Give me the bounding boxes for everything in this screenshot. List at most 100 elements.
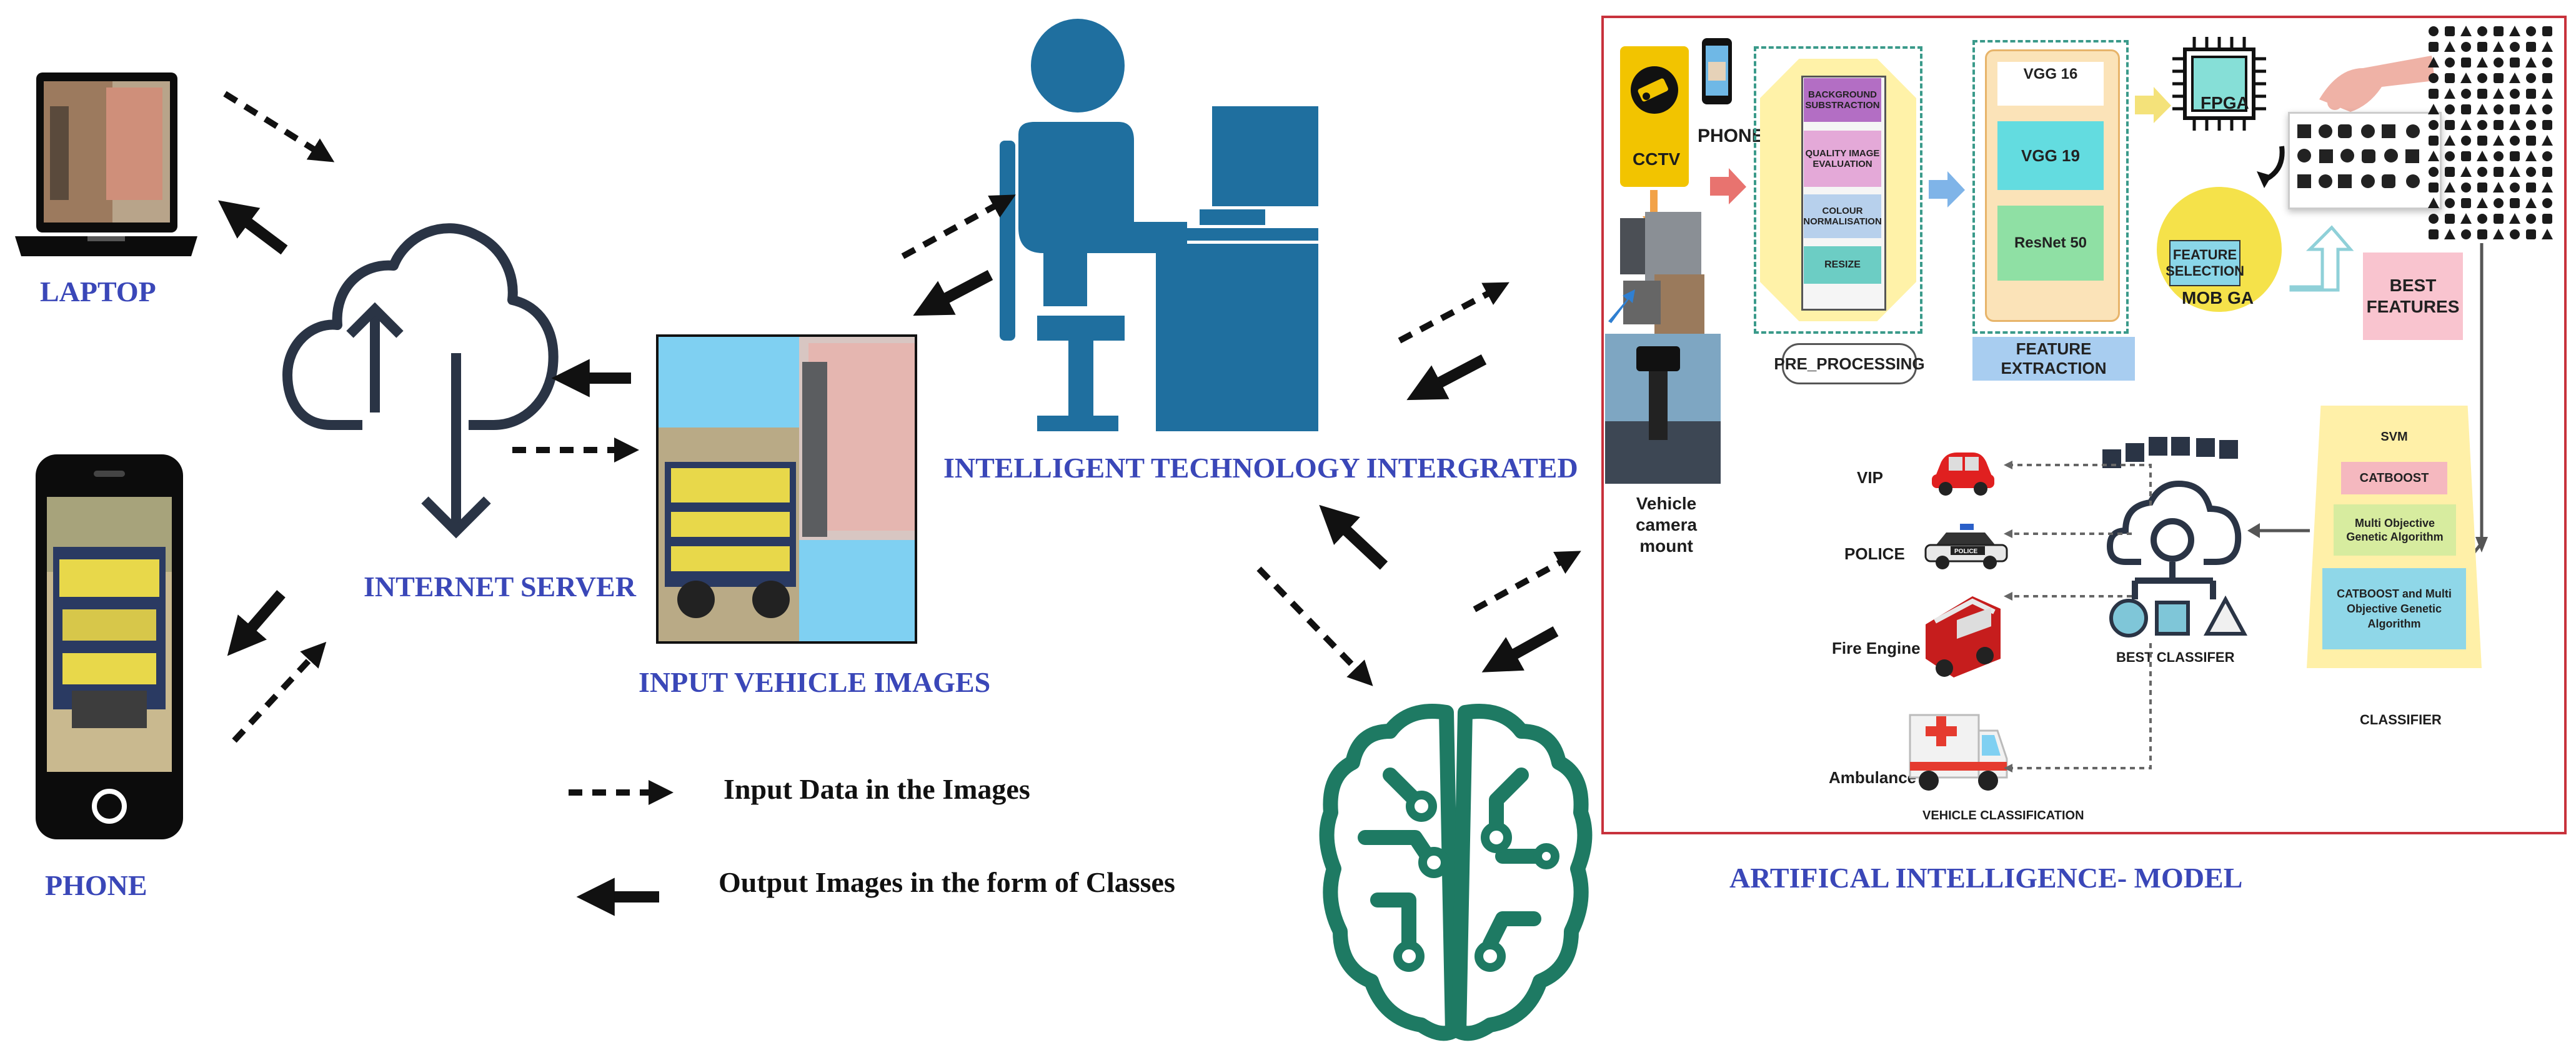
feature-glyph [2525,151,2537,161]
feature-glyph [2445,26,2455,36]
class-connectors [2004,461,2152,772]
feature-glyph [2445,120,2455,130]
feature-glyph [2526,182,2536,192]
feature-glyph [2494,151,2504,161]
arrow-output-phone [227,590,286,656]
input-vehicle-images-label: INPUT VEHICLE IMAGES [639,666,991,698]
feature-glyph [2461,136,2471,146]
arrow-input-model-bottom [1473,551,1581,612]
preprocessing-title: PRE_PROCESSING [1774,343,1925,384]
classifier-title: CLASSIFIER [2360,712,2442,728]
arrow-to-best-classifier [2247,523,2310,538]
feature-glyph [2526,73,2536,83]
feature-glyph [2445,167,2455,177]
feature-glyph [2542,88,2553,99]
vehicle-camera-mount-label: Vehicle camera mount [1635,494,1698,556]
arrow-to-feature-extraction [1929,171,1965,208]
classifier-moga: Multi Objective Genetic Algorithm [2334,504,2456,556]
phone-label: PHONE [45,869,147,901]
arrow-output-model-bottom [1481,626,1559,672]
feature-glyph [2460,119,2472,130]
ai-model-panel: CCTV PHONE Vehicle camera mount BACKGROU… [1601,16,2567,834]
feature-glyph [2461,42,2471,52]
feature-glyph [2445,198,2455,208]
feature-glyph [2477,198,2488,208]
feature-glyph [2477,42,2487,52]
feature-glyph [2477,120,2487,130]
feature-glyph [2509,72,2520,83]
input-vehicle-images [656,334,917,644]
feature-glyph [2526,229,2536,239]
police-car-icon: POLICE [1924,524,2008,569]
net-vgg16: VGG 16 [1997,62,2104,106]
feature-glyph [2494,104,2504,114]
feature-glyph [2444,229,2455,239]
feature-glyph [2460,26,2472,36]
feature-glyph [2510,151,2520,161]
step-quality-image-evaluation: QUALITY IMAGE EVALUATION [1804,131,1881,187]
feature-glyph [2477,73,2487,83]
vip-car-icon [1932,452,1994,496]
net-resnet50: ResNet 50 [1997,206,2104,281]
feature-glyph [2509,26,2520,36]
arrow-to-preprocessing [1710,168,1746,204]
feature-glyph [2429,167,2439,177]
feature-glyph [2542,26,2552,36]
feature-glyph [2542,120,2552,130]
feature-glyph [2510,89,2520,99]
camera-photos [1620,212,1704,337]
phone-small-label: PHONE [1698,126,1764,146]
feature-glyph [2477,182,2487,192]
feature-glyph [2493,229,2504,239]
feature-glyph [2509,213,2520,224]
class-police-label: POLICE [1844,544,1905,563]
feature-glyph [2542,167,2552,177]
phone-small-icon [1702,38,1732,104]
feature-glyph [2493,182,2504,192]
ambulance-icon [1909,714,2008,791]
feature-glyph [2445,214,2455,224]
phone-icon [36,454,183,839]
feature-glyph [2445,151,2455,161]
feature-icons-grid [2297,124,2420,188]
ai-brain-circuit-icon [1319,704,1593,1041]
class-vip-label: VIP [1857,468,1883,487]
feature-glyph [2526,26,2536,36]
feature-glyph [2494,198,2504,208]
feature-glyph [2542,151,2552,161]
feature-glyph [2493,88,2504,99]
step-resize: RESIZE [1804,246,1881,284]
feature-glyph [2494,167,2504,177]
net-vgg19: VGG 19 [1997,121,2104,190]
best-classifier-icon: BEST CLASSIFER [2102,437,2248,665]
legend-input-text: Input Data in the Images [724,773,1030,805]
arrow-input-phone [232,641,327,743]
vehicle-classification-label: VEHICLE CLASSIFICATION [1922,809,2084,822]
feature-glyph [2542,229,2553,239]
fpga-chip-icon [2172,37,2266,131]
feature-glyph [2494,73,2504,83]
laptop-label: LAPTOP [40,276,156,308]
feature-glyph [2461,58,2471,68]
feature-glyph [2542,198,2552,208]
feature-glyph [2477,214,2487,224]
feature-glyph [2525,198,2537,208]
feature-glyph [2477,136,2487,146]
feature-glyph [2461,198,2471,208]
best-classifier-label: BEST CLASSIFER [2116,649,2235,665]
feature-glyph [2542,182,2553,192]
feature-glyph [2429,120,2439,130]
feature-glyph [2444,182,2455,192]
feature-glyph [2477,104,2488,114]
feature-glyph [2542,104,2552,114]
feature-glyph [2494,26,2504,36]
fpga-label: FPGA [2201,93,2249,112]
feature-glyph [2542,214,2552,224]
feature-glyph [2428,198,2439,208]
feature-glyph [2510,104,2520,114]
feature-selection-label: FEATURE SELECTION [2166,240,2244,286]
feature-glyph [2477,151,2488,161]
feature-glyph [2542,58,2552,68]
police-badge-text: POLICE [1954,548,1978,555]
feature-glyph [2542,41,2553,52]
